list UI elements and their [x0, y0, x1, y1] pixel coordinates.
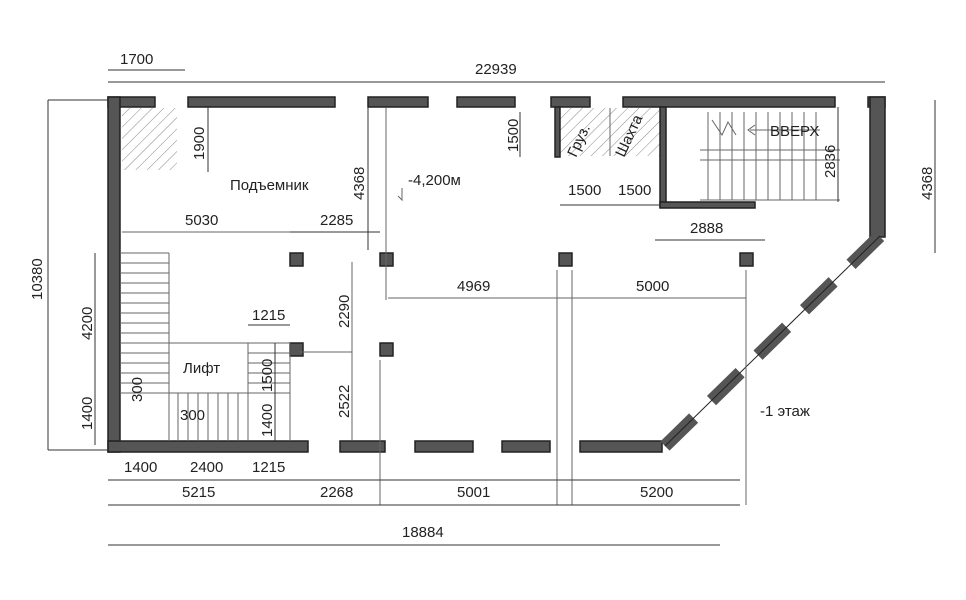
break-line-icon — [711, 119, 737, 137]
dim-1400-lift: 1400 — [259, 404, 276, 437]
dim-1500-b: 1500 — [618, 182, 651, 199]
dim-2522: 2522 — [336, 385, 353, 418]
dim-1500-v: 1500 — [505, 119, 522, 152]
dim-300-h: 300 — [180, 407, 205, 424]
floor-label: -1 этаж — [760, 403, 810, 420]
dim-5000: 5000 — [636, 278, 669, 295]
dimension-lines — [47, 69, 936, 546]
dim-left-total: 10380 — [29, 258, 46, 300]
dim-1500-lift: 1500 — [259, 359, 276, 392]
dim-4368-inner: 4368 — [351, 167, 368, 200]
labels: 1700 22939 10380 4200 1400 4368 4368 190… — [29, 51, 936, 541]
dim-bot-2400: 2400 — [190, 459, 223, 476]
dim-1900: 1900 — [191, 127, 208, 160]
stairs-left — [120, 252, 291, 441]
dim-1400-left: 1400 — [79, 397, 96, 430]
dim-bot-total: 18884 — [402, 524, 444, 541]
dim-300-v: 300 — [129, 377, 146, 402]
stairs-right — [700, 112, 840, 201]
dim-4200: 4200 — [79, 307, 96, 340]
room-lift-platform: Подъемник — [230, 177, 309, 194]
grid-lines — [122, 108, 747, 505]
dim-1500-a: 1500 — [568, 182, 601, 199]
dim-bot-5215: 5215 — [182, 484, 215, 501]
room-elevator: Лифт — [183, 360, 220, 377]
dim-4368-right: 4368 — [919, 167, 936, 200]
dim-2836: 2836 — [822, 145, 839, 178]
dim-bot-1400: 1400 — [124, 459, 157, 476]
dim-bot-2268: 2268 — [320, 484, 353, 501]
dim-bot-5001: 5001 — [457, 484, 490, 501]
dim-top-total: 22939 — [475, 61, 517, 78]
dim-1215-top: 1215 — [252, 307, 285, 324]
dim-5030: 5030 — [185, 212, 218, 229]
columns — [289, 252, 754, 357]
dim-4969: 4969 — [457, 278, 490, 295]
dim-2888: 2888 — [690, 220, 723, 237]
dim-2290: 2290 — [336, 295, 353, 328]
level-mark: -4,200м — [408, 172, 461, 189]
lift-platform-area — [122, 108, 177, 170]
room-stairs-up: ВВЕРХ — [770, 123, 819, 140]
dim-2285: 2285 — [320, 212, 353, 229]
dim-bot-1215: 1215 — [252, 459, 285, 476]
dim-bot-5200: 5200 — [640, 484, 673, 501]
dim-1700: 1700 — [120, 51, 153, 68]
